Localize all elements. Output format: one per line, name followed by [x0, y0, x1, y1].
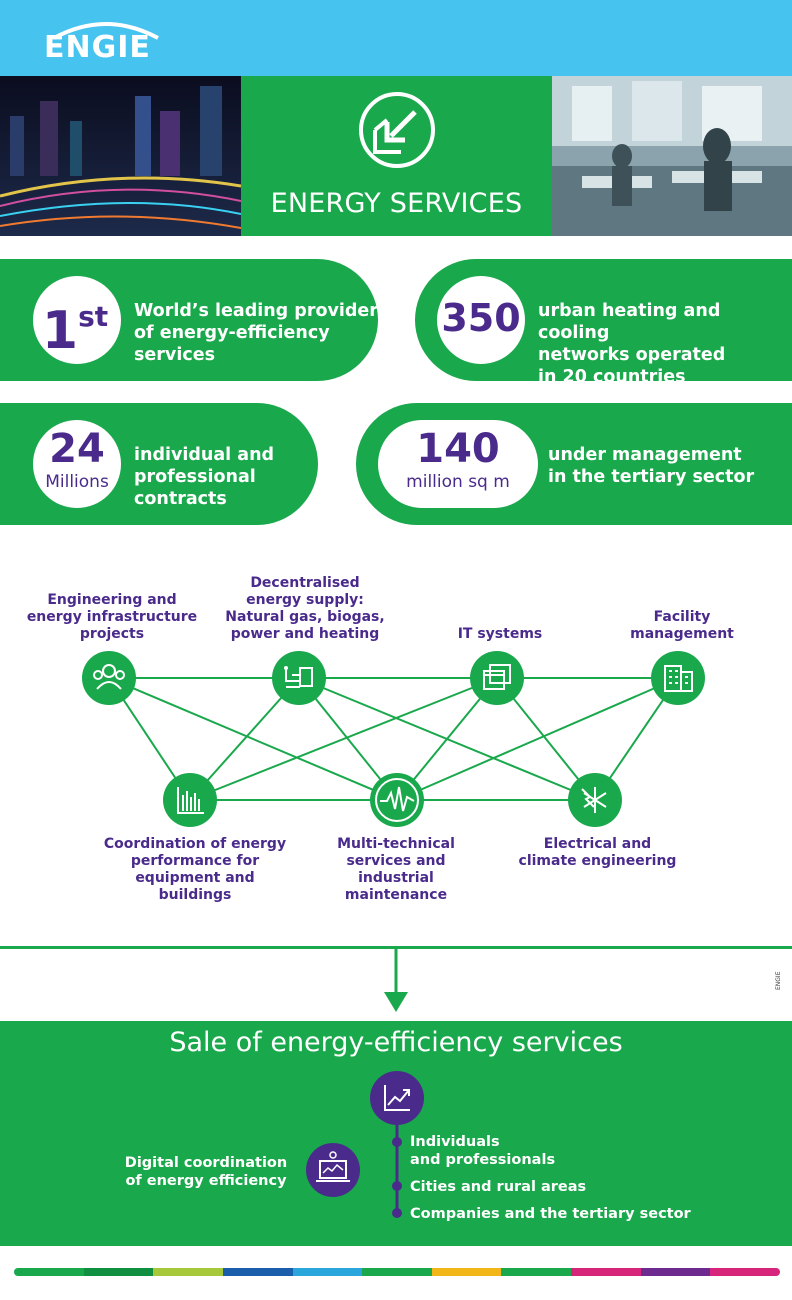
network-link [189, 677, 498, 801]
service-label-engineering: Engineering and energy infrastructure pr… [26, 592, 198, 642]
color-stripe [14, 1268, 780, 1276]
stat-unit: million sq m [406, 472, 510, 492]
sale-item-cities: Cities and rural areas [410, 1179, 587, 1195]
circuit-building-icon [272, 651, 326, 705]
bar-chart-icon [163, 773, 217, 827]
stripe-segment [501, 1268, 572, 1276]
stat-number: 140 [416, 426, 500, 472]
down-arrow-icon [384, 948, 408, 1012]
network-link [189, 677, 300, 801]
sale-item-individuals: Individuals and professionals [410, 1134, 556, 1168]
sale-item-companies: Companies and the tertiary sector [410, 1206, 691, 1222]
banner-title: ENERGY SERVICES [270, 188, 523, 219]
stripe-segment [431, 1268, 502, 1276]
service-label-electrical-climate: Electrical and climate engineering [518, 836, 677, 869]
waveform-icon [370, 773, 424, 827]
stripe-segment [83, 1268, 154, 1276]
snowflake-lightning-icon [568, 773, 622, 827]
office-photo [552, 76, 792, 236]
service-label-coordination: Coordination of energy performance for e… [103, 836, 287, 903]
section-divider [0, 946, 792, 949]
people-group-icon [82, 651, 136, 705]
banner-green-panel [241, 76, 552, 236]
stripe-segment [153, 1268, 223, 1276]
header-bar [0, 0, 792, 76]
stat-number-circle [437, 276, 525, 364]
stat-number-suffix: st [78, 300, 109, 333]
sale-timeline [392, 1125, 402, 1218]
stripe-segment [640, 1268, 711, 1276]
brand-name: ENGIE [44, 30, 151, 65]
stat-number-pill [378, 420, 538, 508]
stat-unit: Millions [45, 472, 109, 492]
stripe-segment [14, 1268, 84, 1276]
service-label-decentralised-supply: Decentralised energy supply: Natural gas… [225, 575, 385, 642]
stripe-segment [222, 1268, 293, 1276]
network-link [396, 677, 679, 801]
service-label-it-systems: IT systems [457, 626, 543, 642]
service-label-maintenance: Multi-technical services and industrial … [337, 836, 455, 903]
network-link [108, 677, 398, 801]
windows-icon [470, 651, 524, 705]
city-night-photo [0, 76, 241, 236]
stripe-segment [362, 1268, 432, 1276]
stripe-segment [571, 1268, 641, 1276]
stat-number-circle [33, 276, 121, 364]
stripe-segment [292, 1268, 363, 1276]
stat-text: urban heating and cooling networks opera… [538, 301, 726, 387]
stat-number: 24 [49, 426, 105, 472]
stat-text: under management in the tertiary sector [548, 445, 755, 487]
stat-text: individual and professional contracts [134, 445, 275, 509]
digital-coordination-label: Digital coordination of energy efficienc… [124, 1155, 288, 1189]
engie-logo: ENGIE [44, 30, 151, 65]
office-image [552, 76, 792, 236]
city-lights-image [0, 76, 241, 236]
laptop-chart-icon [306, 1143, 360, 1197]
color-stripe-segments [14, 1268, 780, 1276]
office-building-icon [651, 651, 705, 705]
trend-chart-icon [370, 1071, 424, 1125]
stat-text: World’s leading provider of energy-effic… [134, 301, 378, 365]
credit-text: ENGIE [775, 971, 782, 991]
stripe-segment [710, 1268, 780, 1276]
stat-number-value: 1 [41, 301, 79, 361]
engie-logo-arc-icon [53, 22, 159, 40]
sale-title: Sale of energy-efficiency services [169, 1027, 623, 1058]
stat-number: 1st [33, 285, 117, 363]
stat-number: 350 [441, 296, 521, 340]
stat-number-circle [33, 420, 121, 508]
service-label-facility-management: Facility management [630, 609, 734, 642]
energy-services-arrow-icon [359, 92, 435, 168]
